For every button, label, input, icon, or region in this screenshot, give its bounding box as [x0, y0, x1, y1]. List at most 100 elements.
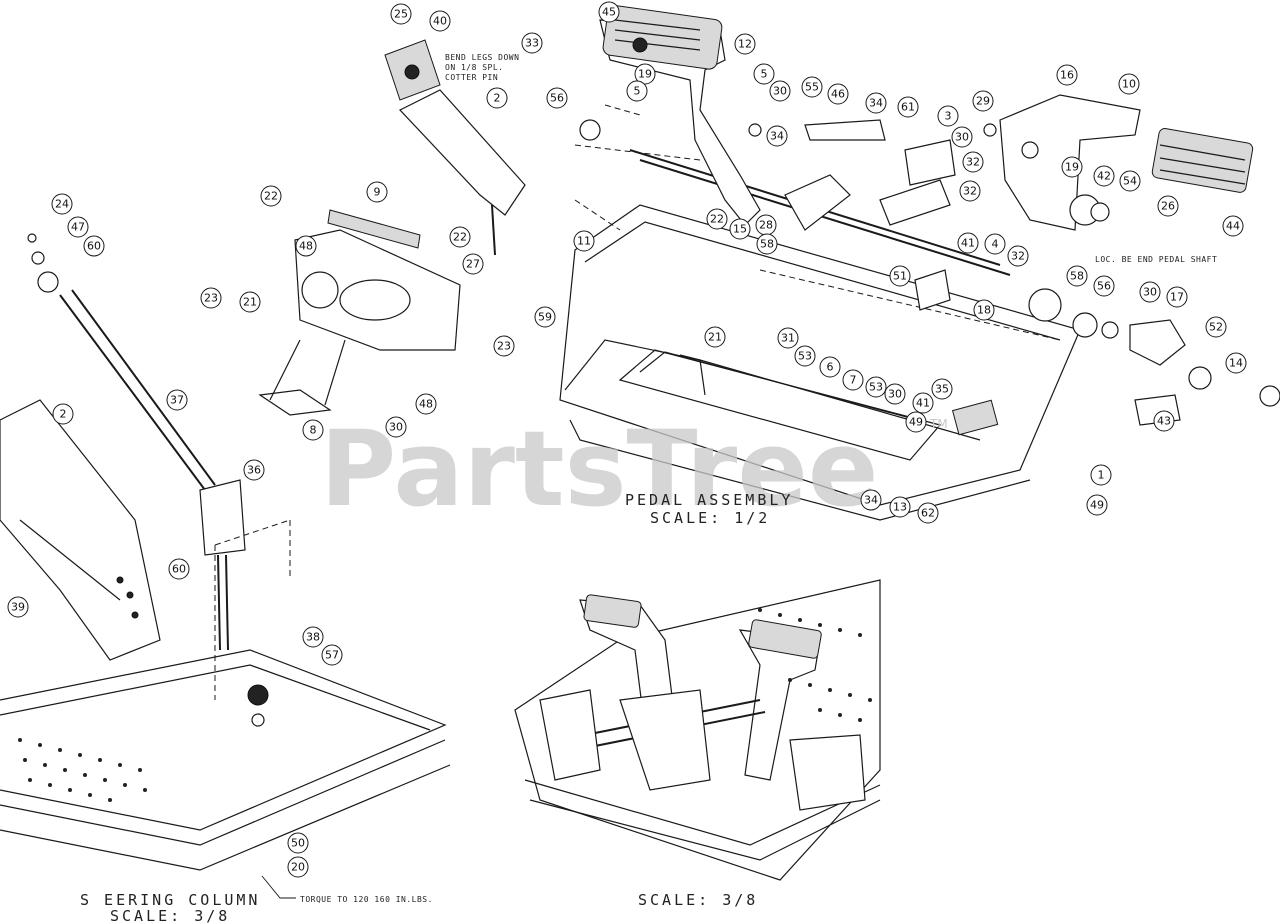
svg-text:15: 15 — [733, 223, 747, 236]
callout-13: 13 — [889, 496, 911, 518]
svg-text:32: 32 — [966, 156, 980, 169]
callout-8: 8 — [302, 419, 324, 441]
svg-text:25: 25 — [394, 8, 408, 21]
svg-text:4: 4 — [992, 238, 999, 251]
callout-12: 12 — [734, 33, 756, 55]
callout-15: 15 — [729, 218, 751, 240]
svg-text:53: 53 — [798, 350, 812, 363]
callout-10: 10 — [1118, 73, 1140, 95]
svg-text:1: 1 — [1098, 469, 1105, 482]
svg-text:54: 54 — [1123, 175, 1137, 188]
svg-text:18: 18 — [977, 304, 991, 317]
callout-19: 19 — [634, 63, 656, 85]
callout-27: 27 — [462, 253, 484, 275]
callout-32: 32 — [959, 180, 981, 202]
assembled-view-drawing — [514, 579, 881, 881]
svg-text:21: 21 — [243, 296, 257, 309]
svg-text:45: 45 — [602, 6, 616, 19]
svg-text:34: 34 — [770, 130, 784, 143]
callout-59: 59 — [534, 306, 556, 328]
svg-text:26: 26 — [1161, 200, 1175, 213]
callout-56: 56 — [1093, 275, 1115, 297]
svg-text:5: 5 — [761, 68, 768, 81]
svg-text:3: 3 — [945, 110, 952, 123]
svg-text:57: 57 — [325, 649, 339, 662]
svg-text:7: 7 — [850, 374, 857, 387]
svg-text:58: 58 — [1070, 270, 1084, 283]
svg-text:30: 30 — [888, 388, 902, 401]
callout-33: 33 — [521, 32, 543, 54]
callout-17: 17 — [1166, 286, 1188, 308]
callout-40: 40 — [429, 10, 451, 32]
svg-text:48: 48 — [299, 240, 313, 253]
svg-text:30: 30 — [955, 131, 969, 144]
svg-text:22: 22 — [710, 213, 724, 226]
caption-bottom-scale: SCALE: 3/8 — [638, 891, 758, 909]
svg-text:40: 40 — [433, 15, 447, 28]
steering-column-drawing — [0, 39, 526, 871]
svg-text:37: 37 — [170, 394, 184, 407]
svg-text:60: 60 — [87, 240, 101, 253]
callout-49: 49 — [905, 411, 927, 433]
callout-58: 58 — [1066, 265, 1088, 287]
callout-19: 19 — [1061, 156, 1083, 178]
callout-50: 50 — [287, 832, 309, 854]
callout-7: 7 — [842, 369, 864, 391]
svg-text:9: 9 — [374, 186, 381, 199]
callout-60: 60 — [83, 235, 105, 257]
callout-28: 28 — [755, 214, 777, 236]
svg-text:61: 61 — [901, 101, 915, 114]
deck-perforations-right — [758, 608, 872, 722]
callout-34: 34 — [860, 489, 882, 511]
svg-text:49: 49 — [1090, 499, 1104, 512]
callout-48: 48 — [295, 235, 317, 257]
callout-14: 14 — [1225, 352, 1247, 374]
svg-text:2: 2 — [494, 92, 501, 105]
note-bend-legs-2: ON 1/8 SPL. — [445, 63, 503, 72]
caption-steering-column: S EERING COLUMN — [80, 891, 260, 909]
callout-47: 47 — [67, 216, 89, 238]
svg-text:35: 35 — [935, 383, 949, 396]
callout-29: 29 — [972, 90, 994, 112]
callout-11: 11 — [573, 230, 595, 252]
callout-25: 25 — [390, 3, 412, 25]
callout-30: 30 — [1139, 281, 1161, 303]
callout-32: 32 — [962, 151, 984, 173]
callout-55: 55 — [801, 76, 823, 98]
svg-text:62: 62 — [921, 507, 935, 520]
svg-text:30: 30 — [389, 421, 403, 434]
callout-49: 49 — [1086, 494, 1108, 516]
svg-text:27: 27 — [466, 258, 480, 271]
callout-21: 21 — [239, 291, 261, 313]
watermark-trademark: TM — [929, 417, 948, 431]
callout-4: 4 — [984, 233, 1006, 255]
svg-text:59: 59 — [538, 311, 552, 324]
callout-30: 30 — [769, 80, 791, 102]
svg-text:55: 55 — [805, 81, 819, 94]
watermark-text: PartsTree — [320, 408, 878, 530]
svg-text:2: 2 — [60, 408, 67, 421]
svg-text:10: 10 — [1122, 78, 1136, 91]
callout-46: 46 — [827, 83, 849, 105]
svg-text:29: 29 — [976, 95, 990, 108]
svg-text:53: 53 — [869, 381, 883, 394]
svg-text:41: 41 — [916, 397, 930, 410]
callout-36: 36 — [243, 459, 265, 481]
callout-30: 30 — [884, 383, 906, 405]
svg-text:12: 12 — [738, 38, 752, 51]
svg-text:42: 42 — [1097, 170, 1111, 183]
callout-2: 2 — [52, 403, 74, 425]
callout-26: 26 — [1157, 195, 1179, 217]
callout-51: 51 — [889, 265, 911, 287]
callout-16: 16 — [1056, 64, 1078, 86]
callout-30: 30 — [385, 416, 407, 438]
caption-pedal-assembly: PEDAL ASSEMBLY — [625, 491, 793, 509]
svg-text:36: 36 — [247, 464, 261, 477]
caption-pedal-scale: SCALE: 1/2 — [650, 509, 770, 527]
callout-20: 20 — [287, 856, 309, 878]
callout-32: 32 — [1007, 245, 1029, 267]
callout-23: 23 — [200, 287, 222, 309]
callout-24: 24 — [51, 193, 73, 215]
callout-21: 21 — [704, 326, 726, 348]
